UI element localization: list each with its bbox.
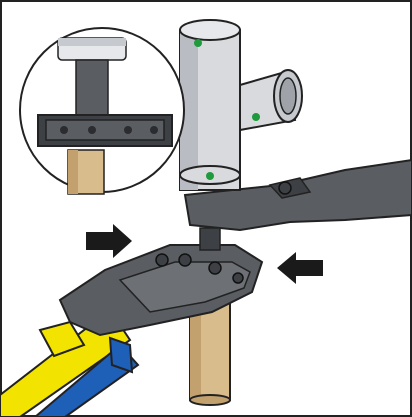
upper-press-jaw bbox=[183, 158, 412, 251]
seal-marker-side bbox=[252, 113, 260, 121]
seal-marker-bottom bbox=[206, 172, 214, 180]
press-tool-handle bbox=[0, 308, 140, 417]
press-fitting-tee bbox=[179, 19, 303, 191]
lower-press-jaw bbox=[58, 244, 264, 337]
press-direction-arrow-left bbox=[86, 224, 132, 258]
seal-marker-top bbox=[194, 39, 202, 47]
press-direction-arrow-right bbox=[277, 252, 323, 284]
detail-magnifier-circle bbox=[19, 27, 185, 195]
copper-pipe bbox=[189, 299, 231, 406]
